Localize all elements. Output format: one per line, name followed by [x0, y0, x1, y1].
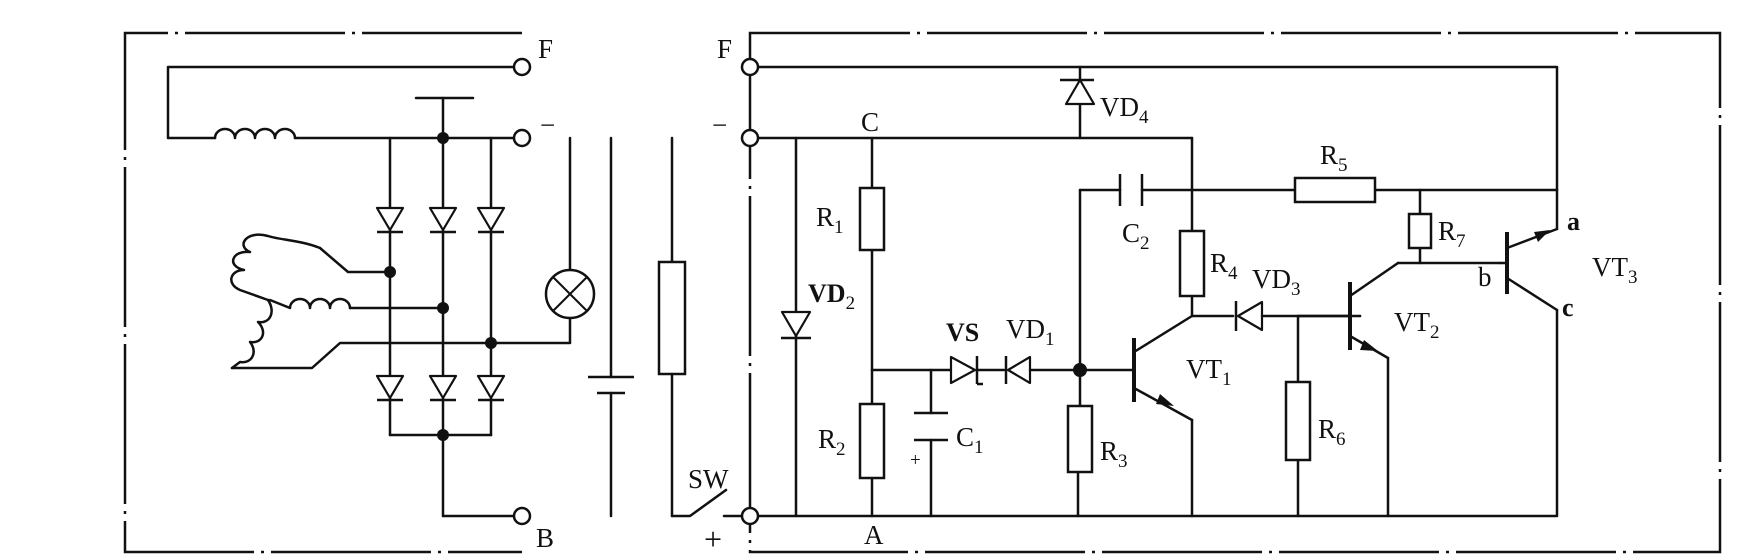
diode-lower-3 — [476, 374, 506, 402]
label-f-left: F — [538, 34, 553, 64]
field-winding — [166, 65, 524, 140]
bus-wires — [748, 65, 1559, 518]
zener-vs — [949, 355, 1006, 386]
capacitor-c2 — [1118, 174, 1144, 206]
label-vd2: VD2 — [808, 279, 855, 314]
label-r6: R6 — [1318, 414, 1346, 450]
generator-frame — [123, 31, 522, 554]
label-b: B — [536, 523, 554, 553]
load-resistor — [657, 136, 687, 518]
resistor-r2 — [858, 402, 886, 480]
label-sw: SW — [688, 464, 729, 494]
label-c-node: C — [861, 107, 879, 137]
label-c-pin: c — [1562, 293, 1574, 322]
zener-vd4 — [1060, 65, 1096, 106]
diode-upper-2 — [428, 206, 458, 234]
diode-vd1 — [1004, 355, 1082, 385]
label-c2: C2 — [1122, 218, 1150, 254]
battery — [588, 136, 634, 518]
label-b-pin: b — [1478, 262, 1492, 292]
resistor-r1 — [858, 186, 886, 252]
label-vd1: VD1 — [1006, 314, 1055, 350]
resistor-r6 — [1284, 314, 1312, 462]
terminal-minus-right — [740, 128, 760, 148]
label-f-right: F — [717, 34, 732, 64]
diode-lower-2 — [428, 374, 458, 402]
indicator-lamp — [489, 136, 596, 345]
diode-upper-1 — [375, 206, 405, 234]
transistor-vt3 — [1498, 227, 1559, 312]
resistor-r4 — [1178, 229, 1206, 298]
label-r3: R3 — [1100, 436, 1128, 472]
capacitor-c1 — [914, 411, 948, 442]
label-r7: R7 — [1438, 216, 1466, 252]
label-vt2: VT2 — [1394, 307, 1440, 343]
diode-lower-1 — [375, 374, 405, 402]
label-a-node: A — [864, 520, 884, 550]
bridge-upper-diodes — [375, 206, 506, 234]
label-r2: R2 — [818, 424, 846, 460]
stator-windings — [230, 233, 493, 370]
resistor-r5 — [1293, 176, 1377, 204]
label-c1: C1 — [956, 422, 984, 458]
label-minus-left: − — [540, 110, 555, 140]
terminal-b — [512, 506, 532, 526]
terminal-f-left — [512, 57, 532, 77]
labels: F − B F − + SW C A VD4 R1 VD2 R2 VS VD1 … — [536, 34, 1638, 555]
terminal-f-right — [740, 57, 760, 77]
diode-vd2 — [780, 310, 812, 340]
resistor-r3 — [1066, 368, 1094, 474]
label-minus-right: − — [712, 110, 727, 140]
transistor-vt1 — [1078, 314, 1194, 422]
label-r5: R5 — [1320, 140, 1348, 176]
label-r4: R4 — [1210, 248, 1238, 284]
label-vt1: VT1 — [1186, 354, 1232, 390]
resistor-r7 — [1407, 212, 1433, 250]
regulator-frame — [748, 31, 1722, 554]
label-plus: + — [704, 521, 722, 555]
label-c1-plus: + — [910, 450, 921, 471]
terminal-plus-right — [740, 506, 760, 526]
label-vd4: VD4 — [1100, 92, 1149, 128]
diode-upper-3 — [476, 206, 506, 234]
label-vt3: VT3 — [1592, 252, 1638, 288]
terminal-minus-left — [512, 128, 532, 148]
bridge-lower-diodes — [375, 374, 506, 402]
terminals — [512, 57, 760, 526]
label-vd3: VD3 — [1252, 264, 1301, 300]
label-a-pin: a — [1567, 207, 1580, 236]
label-vs: VS — [946, 318, 979, 347]
label-r1: R1 — [816, 202, 844, 238]
transistor-vt2 — [1296, 261, 1400, 360]
